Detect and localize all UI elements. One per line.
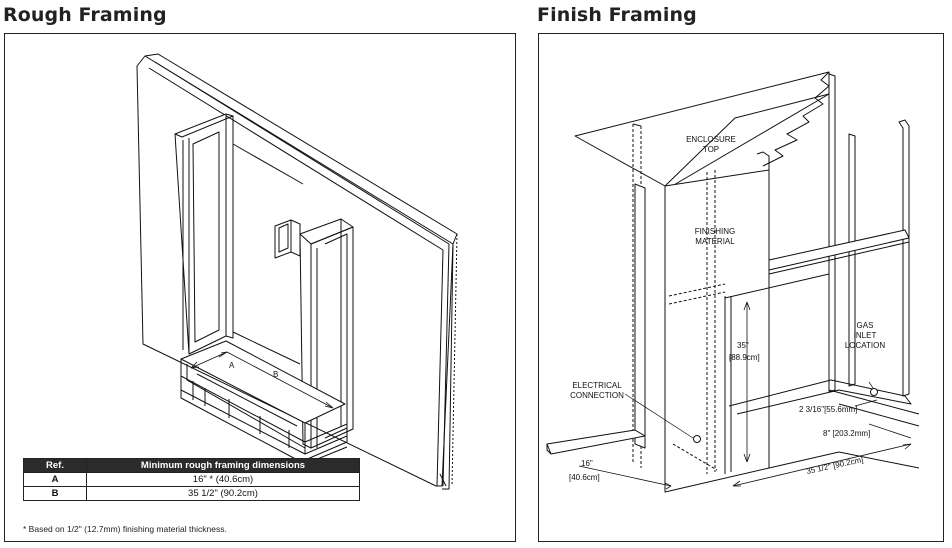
rough-framing-title: Rough Framing bbox=[3, 4, 167, 26]
label-height-in: 35" bbox=[737, 341, 749, 350]
finish-framing-title: Finish Framing bbox=[537, 4, 697, 26]
rough-label-a: A bbox=[229, 361, 235, 370]
table-row: A 16" * (40.6cm) bbox=[23, 472, 360, 487]
label-enclosure-top-1: ENCLOSURE bbox=[686, 135, 736, 144]
table-header-dimensions: Minimum rough framing dimensions bbox=[86, 458, 360, 473]
rough-footnote: * Based on 1/2" (12.7mm) finishing mater… bbox=[23, 524, 227, 534]
label-dim-16-cm: [40.6cm] bbox=[569, 473, 600, 482]
table-cell-ref: B bbox=[23, 486, 87, 501]
rough-framing-drawing: A B bbox=[136, 53, 458, 490]
label-finishing-1: FINISHING bbox=[695, 227, 735, 236]
label-gas-3: LOCATION bbox=[845, 341, 886, 350]
table-cell-ref: A bbox=[23, 472, 87, 487]
label-gas-2: INLET bbox=[854, 331, 877, 340]
finish-framing-drawing: ENCLOSURE TOP FINISHING MATERIAL 35" [88… bbox=[546, 71, 920, 493]
label-height-cm: [88.9cm] bbox=[729, 353, 760, 362]
label-finishing-2: MATERIAL bbox=[695, 237, 735, 246]
label-dim-width: 35 1/2" [90.2cm] bbox=[806, 455, 865, 476]
label-gas-1: GAS bbox=[857, 321, 874, 330]
label-dim-16-in: 16" bbox=[581, 459, 593, 468]
rough-framing-table: Ref. Minimum rough framing dimensions A … bbox=[23, 458, 360, 501]
label-dim-gas: 2 3/16"[55.6mm] bbox=[799, 405, 857, 414]
table-header-ref: Ref. bbox=[23, 458, 87, 473]
label-enclosure-top-2: TOP bbox=[703, 145, 719, 154]
label-electrical-1: ELECTRICAL bbox=[572, 381, 622, 390]
finish-framing-panel: ENCLOSURE TOP FINISHING MATERIAL 35" [88… bbox=[538, 33, 944, 542]
table-row: B 35 1/2" (90.2cm) bbox=[23, 486, 360, 501]
table-cell-value: 16" * (40.6cm) bbox=[86, 472, 360, 487]
rough-framing-panel: A B Ref. Minimum rough framing dimension… bbox=[4, 33, 516, 542]
rough-label-b: B bbox=[273, 370, 278, 379]
label-electrical-2: CONNECTION bbox=[570, 391, 624, 400]
table-cell-value: 35 1/2" (90.2cm) bbox=[86, 486, 360, 501]
label-dim-8: 8" [203.2mm] bbox=[823, 429, 870, 438]
